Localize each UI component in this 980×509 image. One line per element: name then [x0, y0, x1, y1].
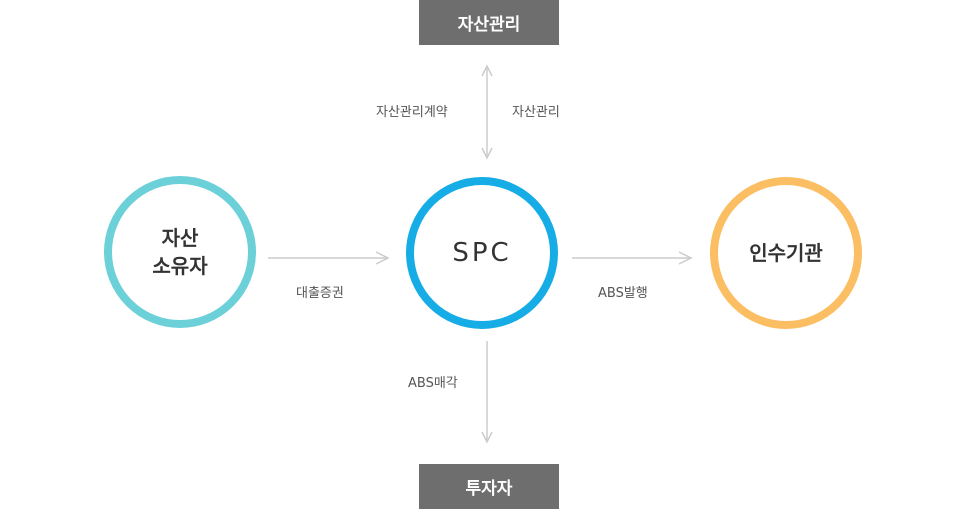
arrowhead-up — [481, 64, 493, 77]
arrowhead-down-2 — [481, 431, 493, 444]
spc-node: SPC — [406, 177, 558, 329]
asset-owner-line2: 소유자 — [152, 254, 208, 278]
edge-label-asset-management: 자산관리 — [512, 105, 560, 120]
edge-label-abs-sale: ABS매각 — [408, 376, 458, 391]
arrowhead-right-2 — [678, 251, 693, 265]
underwriter-label: 인수기관 — [749, 241, 823, 265]
investor-label: 투자자 — [465, 479, 513, 499]
spc-label: SPC — [452, 238, 512, 268]
investor-box: 투자자 — [419, 464, 559, 509]
edge-label-asset-management-contract: 자산관리계약 — [376, 105, 448, 120]
edge-label-loan-securities: 대출증권 — [296, 286, 344, 301]
asset-management-box: 자산관리 — [419, 0, 559, 45]
edge-label-abs-issuance: ABS발행 — [598, 286, 648, 301]
asset-management-label: 자산관리 — [457, 15, 521, 35]
asset-owner-line1: 자산 — [161, 226, 199, 250]
arrowhead-right-1 — [375, 251, 390, 265]
arrowhead-down — [481, 147, 493, 160]
asset-owner-node: 자산 소유자 — [104, 176, 256, 328]
underwriter-node: 인수기관 — [710, 177, 862, 329]
